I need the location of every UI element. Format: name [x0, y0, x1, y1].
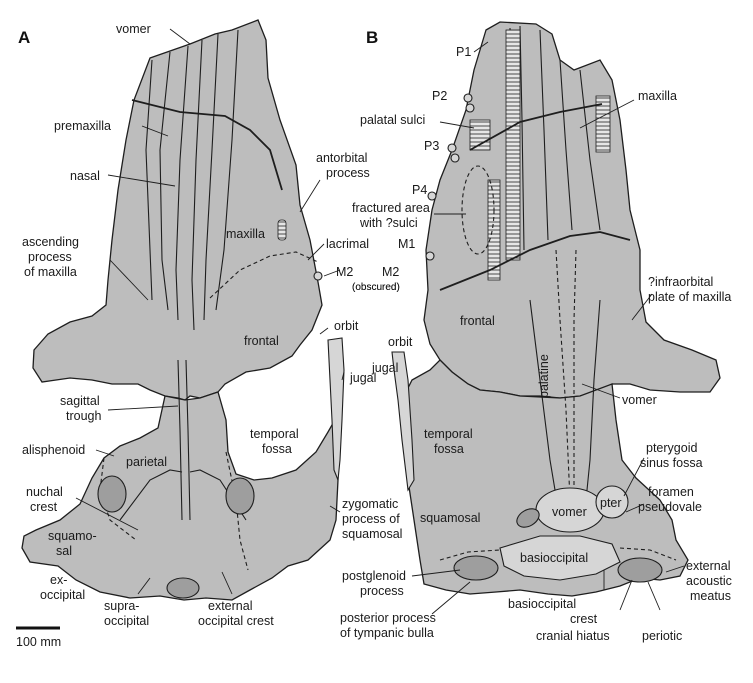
label-a-orbit: orbit: [334, 319, 359, 333]
label-b-p3: P3: [424, 139, 439, 153]
label-b-temporal-1: temporal: [424, 427, 473, 441]
label-b-vomer: vomer: [622, 393, 657, 407]
label-a-exoccipital-2: occipital: [40, 588, 85, 602]
label-b-periotic: periotic: [642, 629, 682, 643]
label-b-ext-ac-1: external: [686, 559, 730, 573]
labels-panel-a: vomer premaxilla nasal antorbital proces…: [22, 22, 402, 628]
label-a-jugal: jugal: [349, 371, 376, 385]
label-b-obscured: (obscured): [352, 282, 400, 293]
label-a-nuchal-1: nuchal: [26, 485, 63, 499]
label-a-lacrimal: lacrimal: [326, 237, 369, 251]
label-a-ascending-2: process: [28, 250, 72, 264]
label-a-supraoccipital-2: occipital: [104, 614, 149, 628]
label-b-cranial-hiatus: cranial hiatus: [536, 629, 610, 643]
label-b-fractured-1: fractured area: [352, 201, 430, 215]
label-b-postglenoid-2: process: [360, 584, 404, 598]
label-a-sagittal-1: sagittal: [60, 394, 100, 408]
panel-b-basicranium: [401, 359, 689, 597]
label-a-supraoccipital-1: supra-: [104, 599, 139, 613]
label-b-pterygoid-2: sinus fossa: [640, 456, 703, 470]
label-b-palatal-sulci: palatal sulci: [360, 113, 425, 127]
panel-letter-a: A: [18, 28, 30, 47]
label-b-jugal: jugal: [371, 361, 398, 375]
label-b-pter: pter: [600, 496, 622, 510]
label-a-temporal-1: temporal: [250, 427, 299, 441]
label-b-posterior-1: posterior process: [340, 611, 436, 625]
label-a-frontal: frontal: [244, 334, 279, 348]
label-a-premaxilla: premaxilla: [54, 119, 111, 133]
scale-label: 100 mm: [16, 635, 61, 649]
label-a-alisphenoid: alisphenoid: [22, 443, 85, 457]
label-a-squamosal-1: squamo-: [48, 529, 97, 543]
label-b-basi-crest-1: basioccipital: [508, 597, 576, 611]
label-a-nasal: nasal: [70, 169, 100, 183]
label-a-maxilla: maxilla: [226, 227, 265, 241]
label-a-sagittal-2: trough: [66, 409, 101, 423]
label-a-antorbital-1: antorbital: [316, 151, 367, 165]
panel-a-cranium: [21, 391, 339, 601]
label-a-ext-occ-2: occipital crest: [198, 614, 274, 628]
label-b-pterygoid-1: pterygoid: [646, 441, 697, 455]
label-b-foramen-2: pseudovale: [638, 500, 702, 514]
panel-b-skull-outline: [423, 21, 721, 399]
panel-b-jugal: [391, 351, 415, 492]
label-b-fractured-2: with ?sulci: [359, 216, 418, 230]
panel-letter-b: B: [366, 28, 378, 47]
label-a-vomer: vomer: [116, 22, 151, 36]
label-b-posterior-2: of tympanic bulla: [340, 626, 434, 640]
label-b-orbit: orbit: [388, 335, 413, 349]
label-a-zygomatic-3: squamosal: [342, 527, 402, 541]
label-b-vomer2: vomer: [552, 505, 587, 519]
label-b-squamosal: squamosal: [420, 511, 480, 525]
label-b-ext-ac-3: meatus: [690, 589, 731, 603]
label-b-foramen-1: foramen: [648, 485, 694, 499]
label-b-p1: P1: [456, 45, 471, 59]
label-b-p2: P2: [432, 89, 447, 103]
label-a-obscured: (obscured): [352, 282, 400, 293]
label-b-basioccipital: basioccipital: [520, 551, 588, 565]
label-b-p4: P4: [412, 183, 427, 197]
label-a-zygomatic-1: zygomatic: [342, 497, 398, 511]
label-b-infraorbital-2: plate of maxilla: [648, 290, 731, 304]
label-a-antorbital-2: process: [326, 166, 370, 180]
label-b-ext-ac-2: acoustic: [686, 574, 732, 588]
label-a-temporal-2: fossa: [262, 442, 292, 456]
label-b-infraorbital-1: ?infraorbital: [648, 275, 713, 289]
panel-a-skull-outline: [32, 19, 323, 401]
label-b-m1: M1: [398, 237, 415, 251]
label-a-m2: M2: [336, 265, 353, 279]
label-a-parietal: parietal: [126, 455, 167, 469]
label-a-ascending-1: ascending: [22, 235, 79, 249]
label-b-palatine: palatine: [537, 354, 551, 398]
label-a-nuchal-2: crest: [30, 500, 58, 514]
label-b-frontal: frontal: [460, 314, 495, 328]
panel-a-skull: [21, 19, 345, 601]
panel-b-skull: [391, 21, 721, 597]
label-a-exoccipital-1: ex-: [50, 573, 67, 587]
label-a-ext-occ-1: external: [208, 599, 252, 613]
label-b-temporal-2: fossa: [434, 442, 464, 456]
leader-lines: [75, 28, 685, 615]
label-b-postglenoid-1: postglenoid: [342, 569, 406, 583]
label-a-ascending-3: of maxilla: [24, 265, 77, 279]
label-a-squamosal-2: sal: [56, 544, 72, 558]
panel-a-jugal: [327, 337, 345, 481]
label-b-m2: M2: [382, 265, 399, 279]
label-b-maxilla: maxilla: [638, 89, 677, 103]
label-a-zygomatic-2: process of: [342, 512, 400, 526]
label-b-basi-crest-2: crest: [570, 612, 598, 626]
labels-panel-b: P1 P2 palatal sulci P3 P4 maxilla fractu…: [340, 45, 732, 643]
